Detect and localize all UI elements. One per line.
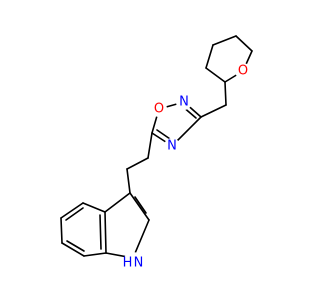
bond-ind-c4-c5-double — [65, 207, 84, 221]
bond-layer — [60, 35, 253, 259]
bond-ind-c3a-c3 — [104, 192, 131, 213]
bond-thf-ch2 — [224, 81, 227, 106]
oxadiazole-n4-label: N — [167, 139, 177, 154]
bond-ind-c7a-c3a-double — [99, 214, 102, 250]
bond-ind-c6-c7 — [61, 242, 85, 257]
bond-ind-c6-c7-double — [66, 240, 85, 252]
bond-ind-c2-n1 — [132, 219, 150, 259]
bond-thf-c5-c1 — [205, 67, 226, 83]
oxadiazole-n2-atom: N — [176, 94, 192, 110]
bond-thf-c3-c4 — [235, 35, 253, 52]
bond-ch2-oxadiazole — [200, 104, 227, 118]
bond-oxa-ch2a — [147, 132, 153, 159]
bond-ind-c3-c2-double — [134, 196, 147, 214]
bond-ind-c3a-c4 — [82, 202, 106, 213]
bond-thf-c2-c3 — [212, 35, 237, 46]
molecule-structure-diagram: O N O N H N — [60, 35, 253, 272]
bond-ind-c7a-c3a — [104, 211, 107, 254]
oxadiazole-o1-atom: O — [151, 101, 167, 117]
bond-ind-c4-c5 — [60, 202, 84, 219]
indole-nh-atom: H N — [123, 252, 144, 272]
bond-ind-c5-c6 — [60, 217, 63, 244]
oxadiazole-n2-label: N — [179, 95, 189, 110]
indole-nh-label: H N — [123, 256, 144, 271]
atom-label-layer: O N O N H N — [123, 63, 251, 272]
oxadiazole-o1-label: O — [154, 102, 164, 117]
bond-ch2b-indole-c3 — [126, 168, 131, 194]
thf-oxygen-atom: O — [235, 63, 251, 79]
bond-ind-c7-c7a — [83, 252, 107, 257]
bond-ind-c3-c2 — [129, 192, 150, 221]
thf-oxygen-label: O — [238, 64, 248, 79]
bond-ch2a-ch2b — [126, 157, 149, 170]
bond-thf-c1-c2 — [205, 44, 214, 69]
oxadiazole-n4-atom: N — [164, 138, 180, 154]
